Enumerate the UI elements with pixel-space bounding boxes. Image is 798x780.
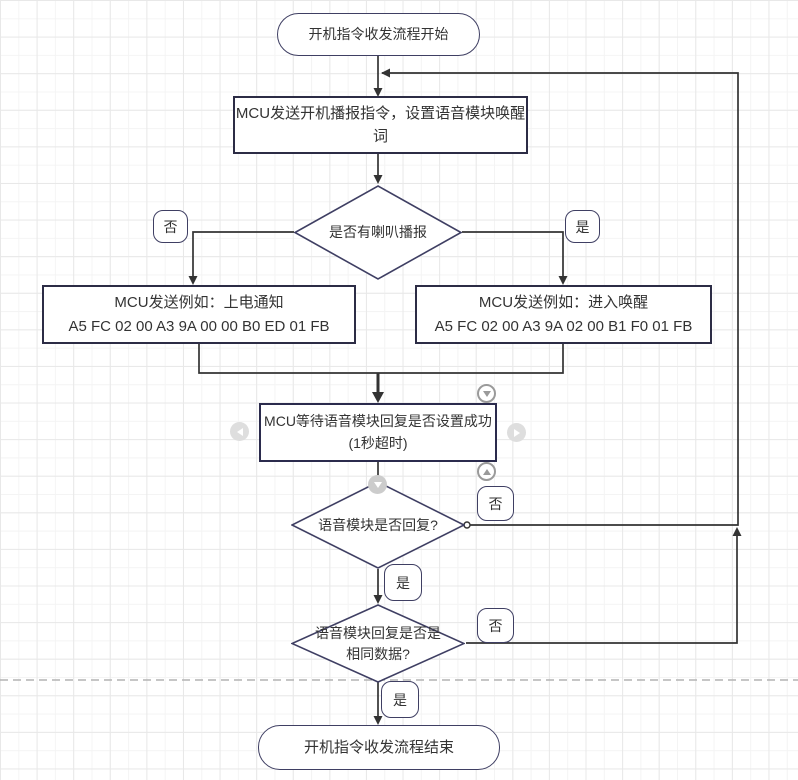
- edge-wakebox-merge: [378, 344, 564, 374]
- branch-label-no-1[interactable]: 否: [153, 210, 188, 243]
- up-arrow-icon: [482, 468, 491, 475]
- enter-wake-line1: MCU发送例如：进入唤醒: [478, 294, 649, 312]
- arrowhead-into-decision1: [373, 175, 383, 184]
- down-arrow-icon: [482, 390, 491, 397]
- clone-down-control[interactable]: [477, 384, 496, 403]
- diamond-shape: [291, 604, 465, 683]
- branch-label-yes-2[interactable]: 是: [384, 564, 422, 601]
- right-arrow-icon: [513, 428, 520, 437]
- edge-no-loop-back: [382, 72, 739, 526]
- send-command-process[interactable]: MCU发送开机播报指令，设置语音模块唤醒词: [233, 96, 528, 154]
- no-label-text: 否: [488, 617, 503, 634]
- decision-same-line2: 相同数据?: [346, 645, 410, 662]
- clone-down-mid-control[interactable]: [368, 475, 387, 494]
- decision-same-line1: 语音模块回复是否是: [315, 624, 441, 641]
- clone-up-control[interactable]: [477, 462, 496, 481]
- edge-decision1-yes: [462, 231, 564, 281]
- left-arrow-icon: [236, 427, 243, 436]
- diamond-shape: [291, 481, 465, 569]
- end-terminal[interactable]: 开机指令收发流程结束: [258, 725, 500, 770]
- arrowhead-loop-into-trunk: [381, 68, 390, 78]
- enter-wake-process[interactable]: MCU发送例如：进入唤醒 A5 FC 02 00 A3 9A 02 00 B1 …: [415, 285, 712, 344]
- decision-speaker-label: 是否有喇叭播报: [329, 224, 427, 240]
- decision-reply-label: 语音模块是否回复?: [318, 516, 438, 533]
- edge-decision1-no: [192, 231, 294, 281]
- branch-label-no-3[interactable]: 否: [477, 608, 514, 643]
- power-notice-process[interactable]: MCU发送例如：上电通知 A5 FC 02 00 A3 9A 00 00 B0 …: [42, 285, 356, 344]
- arrowhead-into-powerbox: [188, 276, 198, 285]
- edge-no2-loop-back: [466, 532, 738, 644]
- down-arrow-icon: [373, 481, 382, 488]
- decision-reply[interactable]: 语音模块是否回复?: [291, 481, 465, 569]
- enter-wake-line2: A5 FC 02 00 A3 9A 02 00 B1 F0 01 FB: [434, 317, 693, 335]
- start-terminal-label: 开机指令收发流程开始: [308, 25, 449, 42]
- wait-reply-line1: MCU等待语音模块回复是否设置成功: [264, 412, 492, 429]
- power-notice-line2: A5 FC 02 00 A3 9A 00 00 B0 ED 01 FB: [68, 317, 330, 335]
- no-label-text: 否: [163, 218, 178, 235]
- yes-label-text: 是: [396, 574, 410, 591]
- clone-right-control[interactable]: [507, 423, 526, 442]
- wait-reply-line2: (1秒超时): [348, 434, 408, 451]
- branch-label-yes-3[interactable]: 是: [381, 681, 419, 718]
- yes-label-text: 是: [393, 691, 407, 708]
- send-command-label: MCU发送开机播报指令，设置语音模块唤醒词: [235, 104, 526, 145]
- arrowhead-no2-merge: [732, 527, 742, 536]
- yes-label-text: 是: [575, 218, 590, 235]
- power-notice-line1: MCU发送例如：上电通知: [114, 294, 284, 312]
- arrowhead-into-wait: [372, 392, 384, 403]
- edge-powerbox-merge: [198, 344, 378, 374]
- decision-speaker[interactable]: 是否有喇叭播报: [294, 185, 462, 280]
- branch-label-no-2[interactable]: 否: [477, 486, 514, 521]
- clone-left-control[interactable]: [230, 422, 249, 441]
- arrowhead-into-wakebox: [558, 276, 568, 285]
- start-terminal[interactable]: 开机指令收发流程开始: [277, 13, 480, 56]
- branch-label-yes-1[interactable]: 是: [565, 210, 600, 243]
- decision-same-data[interactable]: 语音模块回复是否是 相同数据?: [291, 604, 465, 683]
- wait-reply-process[interactable]: MCU等待语音模块回复是否设置成功 (1秒超时): [259, 403, 497, 462]
- arrowhead-into-decision3: [373, 595, 383, 604]
- end-terminal-label: 开机指令收发流程结束: [303, 738, 454, 756]
- no-label-text: 否: [488, 495, 503, 512]
- diamond-shape: [294, 185, 462, 280]
- arrowhead-into-send: [373, 88, 383, 97]
- arrowhead-into-end: [373, 716, 383, 725]
